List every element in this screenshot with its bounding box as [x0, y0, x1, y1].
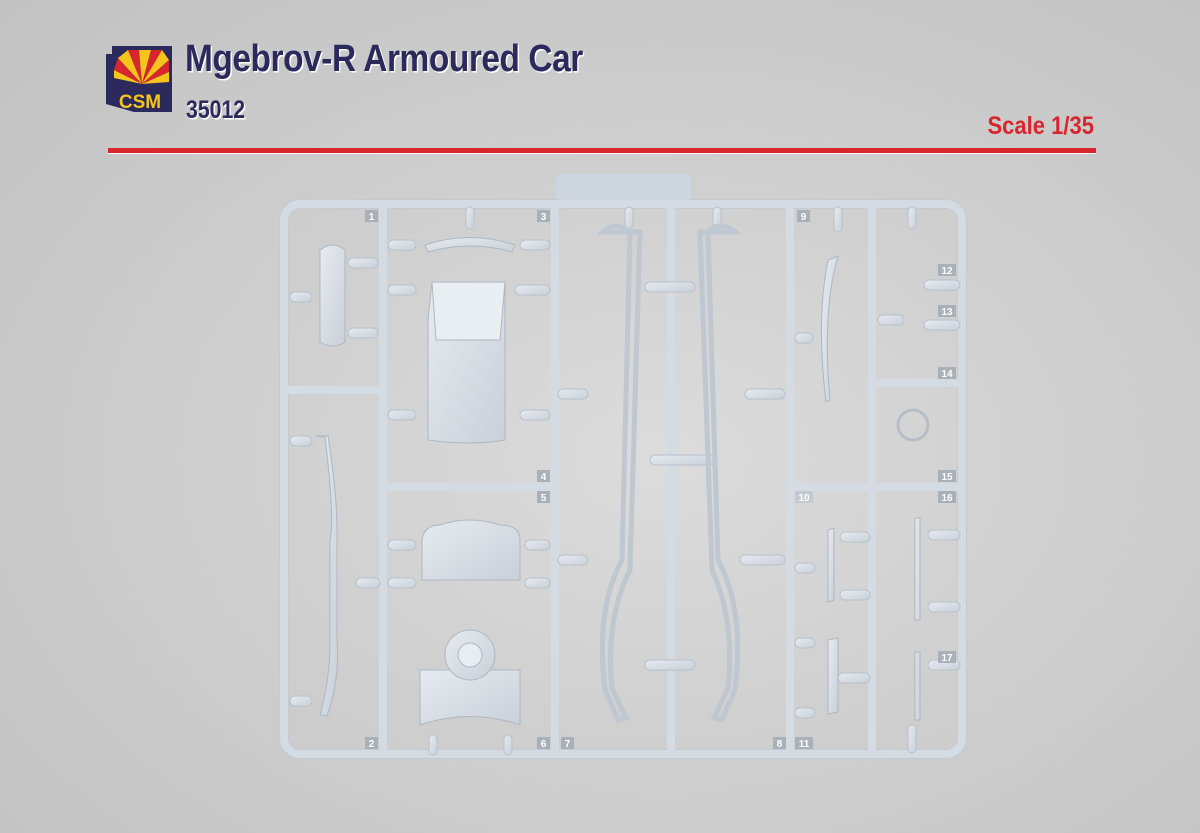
logo-text: CSM [119, 92, 161, 112]
part-number-11: 11 [795, 737, 813, 750]
svg-text:4: 4 [541, 472, 547, 483]
part-chassis-rail-right [697, 223, 743, 723]
part-number-5: 5 [537, 491, 550, 504]
svg-text:3: 3 [541, 212, 547, 223]
svg-text:13: 13 [941, 307, 953, 318]
svg-text:15: 15 [941, 472, 953, 483]
svg-text:1: 1 [369, 212, 375, 223]
sprue-tab [556, 174, 691, 200]
svg-text:17: 17 [941, 653, 953, 664]
part-number-3: 3 [537, 210, 550, 223]
svg-text:9: 9 [801, 212, 807, 223]
part-chassis-rail-left [596, 223, 643, 723]
svg-text:14: 14 [941, 369, 953, 380]
part-radiator [421, 519, 521, 581]
part-number-2: 2 [365, 737, 378, 750]
svg-text:10: 10 [798, 493, 810, 504]
svg-text:2: 2 [369, 739, 375, 750]
part-bracket [424, 237, 516, 253]
part-number-7: 7 [561, 737, 574, 750]
part-number-15: 15 [938, 470, 956, 483]
part-steering-column [820, 255, 839, 403]
part-number-1: 1 [365, 210, 378, 223]
part-number-16: 16 [938, 491, 956, 504]
part-number-4: 4 [537, 470, 550, 483]
part-number-6: 6 [537, 737, 550, 750]
part-small-2 [827, 637, 839, 715]
part-panel [419, 669, 521, 726]
part-number-8: 8 [773, 737, 786, 750]
svg-text:12: 12 [941, 266, 953, 277]
part-number-12: 12 [938, 264, 956, 277]
svg-text:16: 16 [941, 493, 953, 504]
product-code: 35012 [186, 96, 246, 124]
svg-text:5: 5 [541, 493, 547, 504]
part-wheel-cover [319, 244, 346, 347]
part-number-10: 10 [795, 491, 813, 504]
svg-text:7: 7 [565, 739, 571, 750]
product-title: Mgebrov-R Armoured Car [185, 38, 583, 80]
part-number-9: 9 [797, 210, 810, 223]
part-number-17: 17 [938, 651, 956, 664]
svg-text:11: 11 [799, 739, 810, 750]
svg-text:6: 6 [541, 739, 547, 750]
scale-label: Scale 1/35 [987, 112, 1094, 140]
part-exhaust [314, 435, 339, 717]
part-number-13: 13 [938, 305, 956, 318]
csm-logo: CSM [106, 46, 172, 112]
part-small-1 [827, 527, 835, 603]
part-steering-wheel [896, 408, 930, 442]
part-number-14: 14 [938, 367, 956, 380]
header-divider [108, 148, 1096, 153]
part-rods [914, 517, 921, 721]
svg-text:8: 8 [777, 739, 783, 750]
